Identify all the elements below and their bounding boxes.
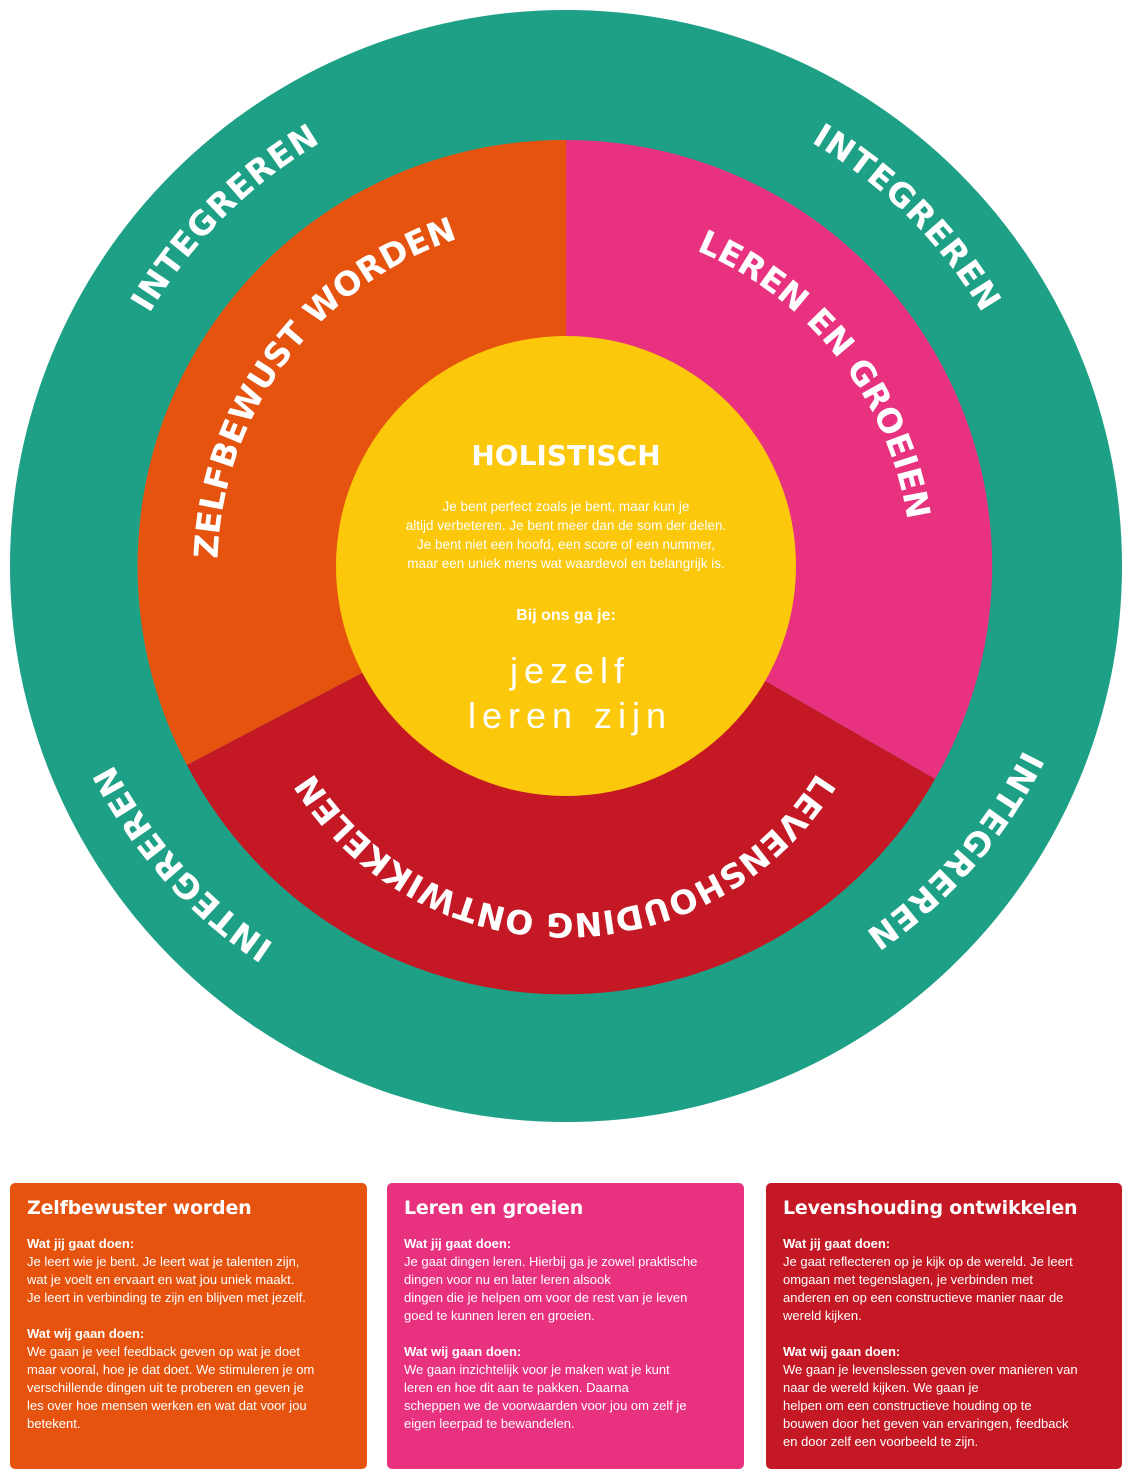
card-title: Leren en groeien bbox=[404, 1197, 584, 1219]
card-levenshouding-ontwikkelen: Levenshouding ontwikkelen Wat jij gaat d… bbox=[766, 1183, 1122, 1469]
center-circle-holistisch bbox=[336, 336, 796, 796]
card-you-heading: Wat jij gaat doen: bbox=[783, 1236, 891, 1251]
card-title: Levenshouding ontwikkelen bbox=[783, 1197, 1078, 1219]
card-you-heading: Wat jij gaat doen: bbox=[404, 1236, 512, 1251]
center-title: HOLISTISCH bbox=[471, 439, 660, 472]
card-title: Zelfbewuster worden bbox=[27, 1197, 252, 1219]
card-we-text: We gaan inzichtelijk voor je maken wat j… bbox=[404, 1362, 687, 1431]
center-body-line-1: Je bent perfect zoals je bent, maar kun … bbox=[443, 499, 690, 514]
center-body-line-2: altijd verbeteren. Je bent meer dan de s… bbox=[406, 518, 726, 533]
card-leren-en-groeien: Leren en groeien Wat jij gaat doen: Je g… bbox=[387, 1183, 744, 1469]
card-you-heading: Wat jij gaat doen: bbox=[27, 1236, 135, 1251]
card-we-text: We gaan je levenslessen geven over manie… bbox=[783, 1362, 1078, 1449]
center-body-line-3: Je bent niet een hoofd, een score of een… bbox=[417, 537, 715, 552]
holistic-model-diagram: INTEGREREN INTEGREREN INTEGREREN INTEGRE… bbox=[10, 10, 1122, 1122]
card-you-text: Je gaat reflecteren op je kijk op de wer… bbox=[783, 1254, 1073, 1323]
center-motto-line-2: leren zijn bbox=[468, 695, 672, 736]
info-cards: Zelfbewuster worden Wat jij gaat doen: J… bbox=[10, 1183, 1122, 1469]
center-subtitle: Bij ons ga je: bbox=[516, 607, 616, 624]
card-we-text: We gaan je veel feedback geven op wat je… bbox=[27, 1344, 315, 1431]
card-we-heading: Wat wij gaan doen: bbox=[404, 1344, 522, 1359]
card-we-heading: Wat wij gaan doen: bbox=[783, 1344, 901, 1359]
center-body-line-4: maar een uniek mens wat waardevol en bel… bbox=[407, 556, 724, 571]
card-zelfbewuster-worden: Zelfbewuster worden Wat jij gaat doen: J… bbox=[10, 1183, 367, 1469]
card-you-text: Je leert wie je bent. Je leert wat je ta… bbox=[27, 1254, 306, 1305]
center-motto-line-1: jezelf bbox=[509, 650, 630, 691]
card-we-heading: Wat wij gaan doen: bbox=[27, 1326, 145, 1341]
card-you-text: Je gaat dingen leren. Hierbij ga je zowe… bbox=[404, 1254, 698, 1323]
